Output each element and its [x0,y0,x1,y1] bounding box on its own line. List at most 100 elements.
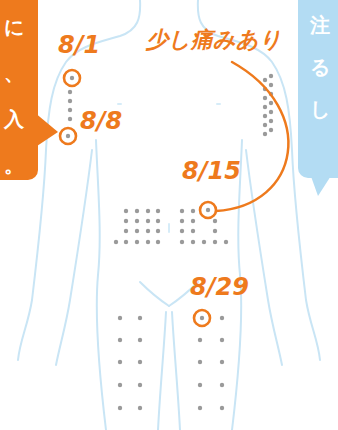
site-dot [118,406,122,410]
ring-center [70,76,74,80]
ring-outline [200,202,216,218]
site-dot [269,110,273,114]
site-dot [263,96,267,100]
site-dot [213,240,217,244]
navel-mark [168,224,170,232]
site-dot [68,90,72,94]
site-dot [224,240,228,244]
site-dot [118,338,122,342]
site-dot [191,209,195,213]
site-dot [269,119,273,123]
site-dot [263,132,267,136]
site-dot [269,83,273,87]
date-label: 8/15 [182,158,262,184]
ring-outline [64,70,80,86]
site-dot [180,209,184,213]
site-dot [138,406,142,410]
site-dot [68,108,72,112]
site-dot [138,338,142,342]
arm-inner-line [56,150,92,365]
callout-box: に 、 入 。 [0,0,38,180]
site-dot [146,209,150,213]
site-dot [118,316,122,320]
site-dot [118,383,122,387]
ring-center [66,134,70,138]
site-dot [156,209,160,213]
ring-outline [60,128,76,144]
site-dot [213,219,217,223]
date-label: 8/29 [190,274,270,300]
site-dot [156,240,160,244]
site-dot [191,219,195,223]
site-dot [146,240,150,244]
site-dot [138,360,142,364]
injection-ring [194,310,210,326]
site-dot [146,219,150,223]
site-dot [138,316,142,320]
hip-line [140,282,169,306]
injection-site-dots [68,74,273,410]
body-outline [18,0,320,430]
ring-center [206,208,210,212]
site-dot [135,229,139,233]
leader-line [216,62,288,211]
site-dot [198,338,202,342]
site-dot [68,99,72,103]
site-dot [263,114,267,118]
date-label: 8/8 [80,108,140,134]
site-dot [220,360,224,364]
site-dot [191,240,195,244]
site-dot [220,383,224,387]
site-dot [202,240,206,244]
site-dot [191,229,195,233]
site-dot [135,240,139,244]
site-dot [269,128,273,132]
injection-ring [200,202,216,218]
site-dot [269,101,273,105]
site-dot [156,219,160,223]
site-dot [156,229,160,233]
site-dot [263,105,267,109]
site-dot [138,383,142,387]
callout-text: 注 る し [310,4,332,130]
site-dot [198,360,202,364]
torso-side-line [96,140,106,430]
site-dot [124,229,128,233]
date-label: 8/1 [58,32,118,58]
site-dot [198,406,202,410]
site-dot [180,240,184,244]
site-dot [220,338,224,342]
site-dot [124,219,128,223]
site-dot [135,219,139,223]
site-dot [269,74,273,78]
thigh-inner-line [158,312,166,430]
callout-box: 注 る し [298,0,338,178]
site-dot [263,78,267,82]
ring-center [200,316,204,320]
site-dot [220,316,224,320]
site-dot [213,229,217,233]
injection-ring [64,70,80,86]
site-dot [180,219,184,223]
thigh-inner-line [172,312,180,430]
site-dot [68,117,72,121]
site-dot [114,240,118,244]
site-dot [124,209,128,213]
site-dot [263,123,267,127]
site-dot [124,240,128,244]
site-dot [146,229,150,233]
injection-ring [60,128,76,144]
site-dot [180,229,184,233]
note-label: 少し痛みあり [146,28,306,52]
body-left-half [18,0,169,430]
site-dot [198,383,202,387]
callout-text: に 、 入 。 [4,4,26,188]
chest-mark [118,103,121,105]
site-dot [220,406,224,410]
site-dot [135,209,139,213]
ring-outline [194,310,210,326]
chest-mark [217,103,220,105]
site-dot [118,360,122,364]
